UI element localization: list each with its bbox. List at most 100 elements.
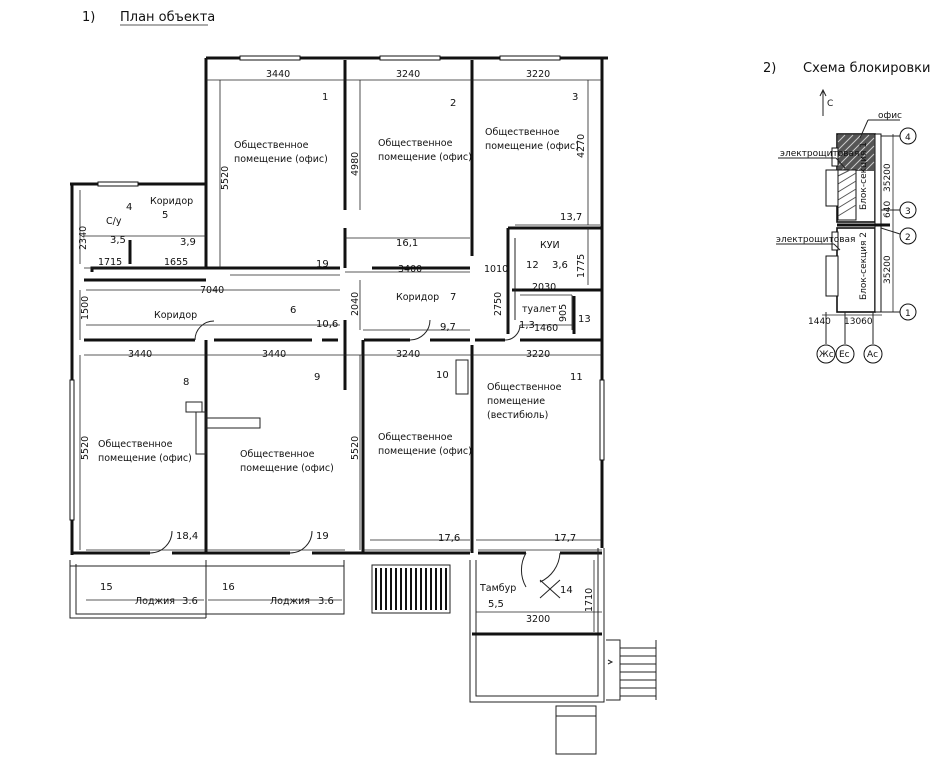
entrance-grating (371, 564, 451, 614)
room-3-area: 13,7 (560, 212, 582, 223)
room-10-number: 10 (436, 370, 449, 381)
room-11-number: 11 (570, 372, 583, 383)
room-7-name: Коридор (396, 292, 439, 303)
room-5-area: 3,9 (180, 237, 196, 248)
room-16-name: Лоджия (270, 596, 310, 607)
plan-title: План объекта (120, 10, 215, 25)
room-12-number: 12 (526, 260, 539, 271)
dim-mid-4: 3220 (526, 349, 550, 360)
room-2-name-2: помещение (офис) (378, 152, 472, 163)
dim-h-r3: 4270 (576, 134, 587, 158)
room-6-name: Коридор (154, 310, 197, 321)
room-7-number: 7 (450, 292, 456, 303)
room-10-area: 17,6 (438, 533, 460, 544)
dim-mid-1: 3440 (128, 349, 152, 360)
room-5-name: Коридор (150, 196, 193, 207)
dim-mid-2: 3440 (262, 349, 286, 360)
axis-3-label: 3 (905, 207, 911, 217)
room-3-name-1: Общественное (485, 127, 560, 138)
room-3-number: 3 (572, 92, 578, 103)
room-2-name-1: Общественное (378, 138, 453, 149)
dim-2030: 2030 (532, 282, 556, 293)
room-1-name-1: Общественное (234, 140, 309, 151)
room-14-number: 14 (560, 585, 573, 596)
scheme-number: 2) (763, 61, 776, 76)
dim-2040: 2040 (350, 292, 361, 316)
dim-1460: 1460 (534, 323, 558, 334)
room-12-name: КУИ (540, 240, 560, 251)
axis-4-circle (899, 127, 917, 145)
room-14-area: 5,5 (488, 599, 504, 610)
axis-as-label: Ас (867, 350, 878, 360)
room-9-name-1: Общественное (240, 449, 315, 460)
room-16-area: 3.6 (318, 596, 334, 607)
dim-3400: 3400 (398, 264, 422, 275)
axis-1-label: 1 (905, 309, 911, 319)
section-upper-label: Блок-секция 1 (859, 142, 869, 210)
dimension-labels: 3440 3240 3220 5520 4980 4270 2340 1715 … (78, 69, 595, 625)
room-14-name: Тамбур (479, 583, 516, 594)
dim-1775: 1775 (576, 254, 587, 278)
dim-1010: 1010 (484, 264, 508, 275)
room-2-number: 2 (450, 98, 456, 109)
axis-c-label: С (827, 99, 833, 109)
room-15-name: Лоджия (135, 596, 175, 607)
section-lower-label: Блок-секция 2 (859, 232, 869, 300)
room-8-name-2: помещение (офис) (98, 453, 192, 464)
office-hatch (838, 135, 874, 171)
dim-7040: 7040 (200, 285, 224, 296)
room-8-name-1: Общественное (98, 439, 173, 450)
scheme-dim-h2: 13060 (844, 317, 873, 327)
room-2-area: 16,1 (396, 238, 418, 249)
room-labels: 1 Общественное помещение (офис) 19 2 Общ… (98, 92, 591, 610)
room-8-area: 18,4 (176, 531, 198, 542)
room-1-number: 1 (322, 92, 328, 103)
room-9-name-2: помещение (офис) (240, 463, 334, 474)
scheme-dim-v3: 35200 (883, 255, 893, 284)
room-10-name-2: помещение (офис) (378, 446, 472, 457)
dim-h-lower-1: 5520 (80, 436, 91, 460)
dim-mid-3: 3240 (396, 349, 420, 360)
dimension-lines (79, 79, 602, 632)
doors (149, 319, 561, 588)
room-6-area: 10,6 (316, 319, 338, 330)
dim-top-2: 3240 (396, 69, 420, 80)
interior-walls (84, 60, 602, 553)
axis-zhs-label: Жс (819, 350, 834, 360)
room-8-number: 8 (183, 377, 189, 388)
room-12-area: 3,6 (552, 260, 568, 271)
panel-bottom-label: электрощитовая (776, 235, 855, 245)
room-1-name-2: помещение (офис) (234, 154, 328, 165)
axis-4-label: 4 (905, 133, 911, 143)
axis-1-circle (899, 303, 917, 321)
dim-h-lower-2: 5520 (350, 436, 361, 460)
room-11-name-1: Общественное (487, 382, 562, 393)
room-13-name: туалет (522, 304, 557, 315)
axis-es-circle (835, 344, 855, 364)
dim-1500: 1500 (80, 296, 91, 320)
dim-corr-w1: 1715 (98, 257, 122, 268)
room-5-number: 5 (162, 210, 168, 221)
axis-3-circle (899, 201, 917, 219)
dim-1710: 1710 (584, 588, 595, 612)
room-9-area: 19 (316, 531, 329, 542)
room-10-name-1: Общественное (378, 432, 453, 443)
dim-corr-w2: 1655 (164, 257, 188, 268)
room-7-area: 9,7 (440, 322, 456, 333)
axis-zhs-circle (816, 344, 836, 364)
axis-2-circle (899, 227, 917, 245)
plan-number: 1) (82, 10, 95, 25)
dim-2750: 2750 (493, 292, 504, 316)
dim-905: 905 (558, 304, 569, 322)
scheme-dim-v2: 640 (883, 201, 893, 218)
scheme-title: Схема блокировки (803, 61, 930, 76)
axis-es-label: Ес (839, 350, 850, 360)
room-11-area: 17,7 (554, 533, 576, 544)
room-3-name-2: помещение (офис) (485, 141, 579, 152)
scheme-dim-h1: 1440 (808, 317, 831, 327)
external-stairs (555, 639, 657, 755)
room-15-area: 3.6 (182, 596, 198, 607)
room-13-number: 13 (578, 314, 591, 325)
dim-3200: 3200 (526, 614, 550, 625)
